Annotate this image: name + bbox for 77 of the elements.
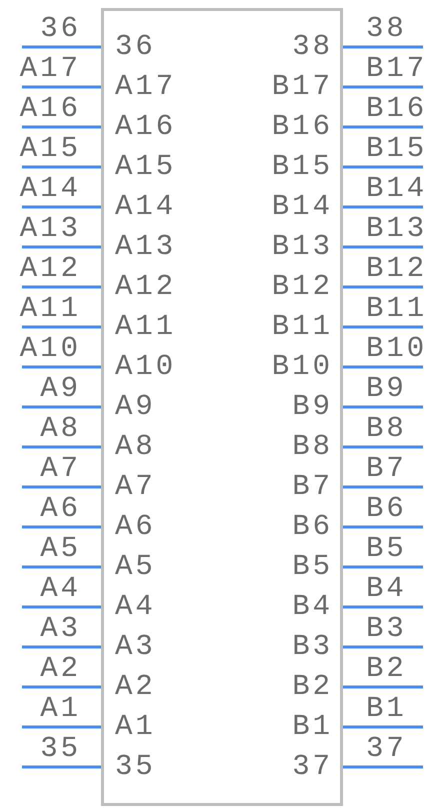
pin-name: B9 [292, 392, 333, 422]
pin-number: 36 [40, 14, 81, 44]
pin-number: B13 [366, 214, 428, 244]
pin-name: A15 [115, 152, 176, 182]
pin-name: A7 [115, 472, 156, 502]
pin-name: B14 [272, 192, 333, 222]
pin-number: B14 [366, 174, 428, 204]
pin-number: A11 [20, 294, 81, 324]
pin-name: B4 [292, 592, 333, 622]
pin-name: A13 [115, 232, 176, 262]
pin-number: A8 [40, 414, 81, 444]
pin-name: B11 [272, 312, 333, 342]
pin-number: A9 [40, 374, 81, 404]
pin-number: A15 [20, 134, 81, 164]
pin-number: B10 [366, 334, 428, 364]
pin-name: B8 [292, 432, 333, 462]
pin-number: A17 [20, 54, 81, 84]
pin-name: A10 [115, 352, 176, 382]
pin-name: A1 [115, 712, 156, 742]
pin-number: B7 [366, 454, 407, 484]
pin-name: B13 [272, 232, 333, 262]
pin-name: B3 [292, 632, 333, 662]
pin-number: B15 [366, 134, 428, 164]
pin-number: A4 [40, 574, 81, 604]
pin-number: B11 [366, 294, 428, 324]
pin-name: A4 [115, 592, 156, 622]
pin-number: 35 [40, 734, 81, 764]
pin-number: A13 [20, 214, 81, 244]
pin-number: B5 [366, 534, 407, 564]
pin-name: B6 [292, 512, 333, 542]
pin-number: 38 [366, 14, 407, 44]
pin-name: B5 [292, 552, 333, 582]
pin-name: A16 [115, 112, 176, 142]
pin-name: B12 [272, 272, 333, 302]
pin-number: B1 [366, 694, 407, 724]
pin-number: B12 [366, 254, 428, 284]
pin-name: 37 [292, 752, 333, 782]
pin-name: B7 [292, 472, 333, 502]
pin-name: 35 [115, 752, 156, 782]
pin-number: A3 [40, 614, 81, 644]
pin-number: A2 [40, 654, 81, 684]
pin-name: B1 [292, 712, 333, 742]
connector-body [101, 8, 343, 806]
pin-number: B3 [366, 614, 407, 644]
pin-number: B16 [366, 94, 428, 124]
pin-name: A5 [115, 552, 156, 582]
pin-name: B2 [292, 672, 333, 702]
pin-name: A14 [115, 192, 176, 222]
pin-number: A14 [20, 174, 81, 204]
pin-name: 36 [115, 32, 156, 62]
pin-number: B4 [366, 574, 407, 604]
pin-name: B17 [272, 72, 333, 102]
pin-number: A7 [40, 454, 81, 484]
pin-name: A12 [115, 272, 176, 302]
pin-number: B9 [366, 374, 407, 404]
pin-name: B16 [272, 112, 333, 142]
pin-name: A9 [115, 392, 156, 422]
pin-number: A1 [40, 694, 81, 724]
pin-name: A11 [115, 312, 176, 342]
pin-number: B8 [366, 414, 407, 444]
pin-number: A10 [20, 334, 81, 364]
pin-number: A5 [40, 534, 81, 564]
pin-number: A12 [20, 254, 81, 284]
pin-name: B15 [272, 152, 333, 182]
pin-number: A6 [40, 494, 81, 524]
pin-number: A16 [20, 94, 81, 124]
pin-name: A6 [115, 512, 156, 542]
pin-name: A8 [115, 432, 156, 462]
pin-name: 38 [292, 32, 333, 62]
pin-number: B17 [366, 54, 428, 84]
pin-name: A17 [115, 72, 176, 102]
pin-number: B6 [366, 494, 407, 524]
pin-name: A3 [115, 632, 156, 662]
pin-number: 37 [366, 734, 407, 764]
pin-number: B2 [366, 654, 407, 684]
pin-name: B10 [272, 352, 333, 382]
pin-name: A2 [115, 672, 156, 702]
